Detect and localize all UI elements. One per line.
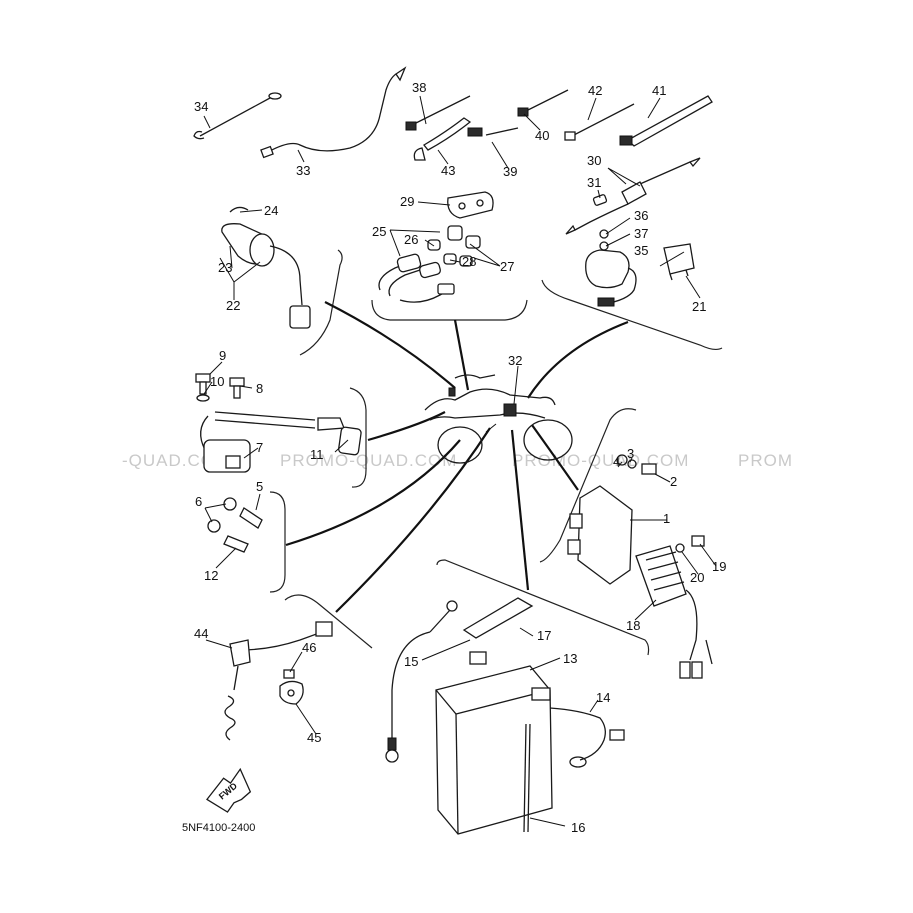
callout-14: 14 (596, 690, 610, 705)
callout-8: 8 (256, 381, 263, 396)
harness-leader-lines (285, 301, 629, 613)
group-outline-relay-set (371, 299, 528, 321)
callout-4: 4 (613, 454, 620, 469)
part-1-cdi-unit (567, 485, 633, 585)
callout-28: 28 (462, 254, 476, 269)
relay-set-25-28 (378, 225, 481, 303)
callout-31: 31 (587, 175, 601, 190)
part-17-battery-band (462, 597, 534, 639)
callout-45: 45 (307, 730, 321, 745)
callout-12: 12 (204, 568, 218, 583)
callout-32: 32 (508, 353, 522, 368)
callout-22: 22 (226, 298, 240, 313)
callout-38: 38 (412, 80, 426, 95)
harness-line (367, 411, 446, 442)
callout-30: 30 (587, 153, 601, 168)
watermark-text: -QUAD.COM (122, 451, 230, 470)
bolts-8-9-10 (195, 373, 245, 402)
neutral-switch-44-46 (224, 621, 333, 741)
callout-39: 39 (503, 164, 517, 179)
group-outline-neutral-switch (284, 594, 373, 649)
group-outlines (269, 249, 723, 656)
watermark-text: PROMO-QUAD.COM (280, 451, 457, 470)
callout-29: 29 (400, 194, 414, 209)
part-14-positive-lead (549, 707, 625, 768)
part-15-negative-lead (385, 600, 458, 763)
harness-connector-icon (503, 403, 517, 417)
callout-33: 33 (296, 163, 310, 178)
callout-20: 20 (690, 570, 704, 585)
callout-leader-lines (203, 95, 717, 827)
part-30-31-starter-lead (565, 157, 701, 235)
callout-41: 41 (652, 83, 666, 98)
harness-line (510, 429, 530, 591)
callout-43: 43 (441, 163, 455, 178)
callout-17: 17 (537, 628, 551, 643)
callout-21: 21 (692, 299, 706, 314)
part-34-ground-lead (193, 92, 282, 140)
callout-34: 34 (194, 99, 208, 114)
part-18-rectifier-regulator (635, 535, 713, 679)
harness-line (531, 424, 579, 491)
callout-7: 7 (256, 440, 263, 455)
watermark-text: PROM (738, 451, 793, 470)
vehicle-silhouette (424, 374, 573, 464)
part-22-main-switch (221, 206, 311, 329)
part-13-battery (435, 651, 553, 835)
callout-1: 1 (663, 511, 670, 526)
callout-24: 24 (264, 203, 278, 218)
part-35-starter-relay (585, 229, 637, 307)
callout-6: 6 (195, 494, 202, 509)
callout-18: 18 (626, 618, 640, 633)
part-16-breather-pipe (523, 723, 531, 833)
harness-line (453, 319, 470, 391)
callout-3: 3 (627, 446, 634, 461)
callout-13: 13 (563, 651, 577, 666)
callout-42: 42 (588, 83, 602, 98)
harness-line (335, 427, 491, 613)
callout-5: 5 (256, 479, 263, 494)
part-7-ignition-coil (200, 411, 362, 473)
cable-ties (405, 89, 713, 161)
part-21-relay-box (663, 243, 695, 281)
callout-35: 35 (634, 243, 648, 258)
drawing-code: 5NF4100-2400 (182, 822, 255, 834)
callout-37: 37 (634, 226, 648, 241)
callout-25: 25 (372, 224, 386, 239)
callout-16: 16 (571, 820, 585, 835)
part-29-bracket-plate (447, 191, 494, 219)
callout-44: 44 (194, 626, 208, 641)
callout-labels: 1 2 3 4 5 6 7 8 9 10 11 12 13 14 15 16 1… (194, 80, 726, 835)
watermark-layer: -QUAD.COM PROMO-QUAD.COM PROMO-QUAD.COM … (122, 451, 793, 470)
group-outline-cdi (539, 408, 637, 563)
group-outline-ignition-coil (349, 387, 367, 488)
washers-2-3-4 (616, 454, 657, 475)
watermark-text: PROMO-QUAD.COM (512, 451, 689, 470)
harness-line (527, 320, 629, 399)
callout-23: 23 (218, 260, 232, 275)
sensors-5-6-12 (207, 497, 263, 553)
callout-46: 46 (302, 640, 316, 655)
group-outline-battery (436, 559, 650, 656)
callout-11: 11 (310, 447, 324, 462)
callout-9: 9 (219, 348, 226, 363)
fwd-arrow-icon: FWD (206, 767, 252, 813)
group-outline-sensors (269, 491, 286, 593)
harness-line (285, 439, 461, 547)
callout-2: 2 (670, 474, 677, 489)
callout-40: 40 (535, 128, 549, 143)
callout-36: 36 (634, 208, 648, 223)
group-outline-main-switch (299, 249, 343, 356)
callout-19: 19 (712, 559, 726, 574)
callout-26: 26 (404, 232, 418, 247)
group-outline-starter-relay (541, 279, 723, 351)
callout-15: 15 (404, 654, 418, 669)
callout-27: 27 (500, 259, 514, 274)
harness-line (324, 301, 456, 389)
callout-10: 10 (210, 374, 224, 389)
part-33-wire-lead (260, 66, 407, 159)
